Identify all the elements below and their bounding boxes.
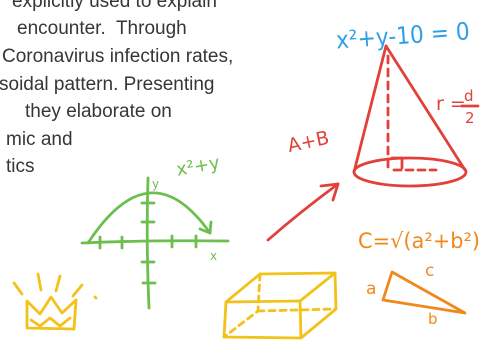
cone-base: [352, 156, 468, 188]
equation-label: x²+y-10 = 0: [335, 17, 471, 54]
cone-icon: [352, 44, 468, 188]
paragraph-line-6: mic and: [6, 129, 73, 150]
graph-y-label: y: [152, 177, 159, 191]
triangle-side-b: b: [428, 310, 438, 328]
arrow-icon: [266, 182, 340, 242]
paragraph-line-7: tics: [6, 156, 35, 177]
triangle-icon: [381, 270, 467, 315]
radius-label: r =: [436, 93, 466, 115]
y-axis: [145, 176, 151, 310]
cone-right-edge: [384, 44, 467, 172]
y-axis-ticks: [140, 201, 157, 285]
cone-left-edge: [352, 44, 388, 174]
x-axis: [80, 239, 230, 245]
curve-arrowhead: [198, 220, 213, 235]
paragraph-line-5: they elaborate on: [25, 101, 172, 122]
paragraph-line-2: encounter. Through: [17, 18, 187, 39]
sum-label: A+B: [286, 127, 332, 157]
triangle-side-a: a: [366, 279, 376, 299]
paragraph-line-1: explicitly used to explain: [12, 0, 217, 12]
radius-denominator: 2: [465, 109, 475, 127]
graph-curve: [86, 191, 212, 245]
graph-x-label: x: [210, 249, 217, 263]
paragraph-line-3: Coronavirus infection rates,: [2, 46, 234, 67]
triangle-side-c: c: [425, 261, 434, 281]
prism-icon: [222, 271, 338, 340]
right-angle-marker: [390, 156, 404, 170]
pythagoras-label: C=√(a²+b²): [358, 229, 480, 253]
paragraph-line-4: soidal pattern. Presenting: [0, 74, 215, 95]
radius-numerator: d: [464, 87, 474, 105]
crown-icon: [12, 272, 98, 331]
graph-icon: [80, 176, 230, 310]
graph-label: x²+y: [175, 152, 222, 180]
x-axis-ticks: [98, 234, 198, 250]
